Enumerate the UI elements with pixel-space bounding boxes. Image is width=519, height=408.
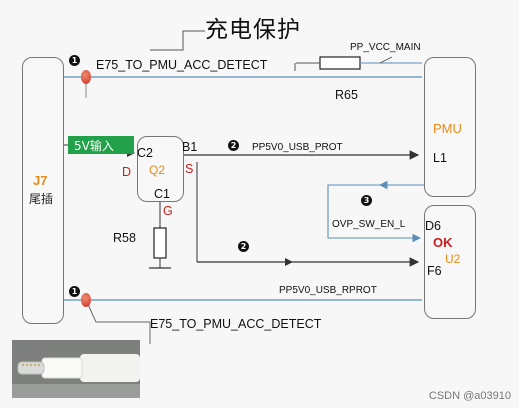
watermark: CSDN @a03910 bbox=[428, 390, 511, 402]
u2-name: U2 bbox=[445, 252, 461, 266]
pmu-chip: PMU L1 bbox=[424, 57, 476, 197]
r65-label: R65 bbox=[335, 88, 358, 102]
pmu-name: PMU bbox=[433, 121, 462, 136]
j7-name: J7 bbox=[33, 173, 48, 188]
q2-pin-c2: C2 bbox=[137, 146, 153, 160]
top-detect-testpoint bbox=[81, 70, 91, 84]
pmu-pin-l1: L1 bbox=[433, 151, 447, 165]
usb-prot-label: PP5V0_USB_PROT bbox=[252, 142, 343, 153]
usb-rprot-label: PP5V0_USB_RPROT bbox=[279, 285, 377, 296]
r65-resistor bbox=[319, 56, 361, 70]
pp-vcc-main-label: PP_VCC_MAIN bbox=[350, 42, 421, 53]
ovp-wire bbox=[327, 184, 424, 243]
q2-transistor: Q2 bbox=[137, 136, 184, 202]
q2-pin-g: G bbox=[163, 204, 173, 218]
marker-1-bottom: 1 bbox=[69, 286, 80, 297]
u2-pin-f6: F6 bbox=[427, 264, 442, 278]
ovp-label: OVP_SW_EN_L bbox=[332, 219, 406, 230]
marker-1-top: 1 bbox=[69, 55, 80, 66]
q2-pin-d: D bbox=[122, 165, 132, 179]
input-tag: 5V输入 bbox=[68, 136, 134, 154]
u2-chip: D6 OK U2 F6 bbox=[424, 205, 476, 319]
top-detect-label: E75_TO_PMU_ACC_DETECT bbox=[96, 58, 268, 72]
marker-2-upper: 2 bbox=[228, 140, 239, 151]
marker-2-lower: 2 bbox=[238, 241, 249, 252]
bottom-detect-testpoint bbox=[81, 293, 91, 307]
u2-pin-d6: D6 bbox=[425, 219, 441, 233]
lightning-cable-image bbox=[12, 340, 140, 398]
diagram-title: 充电保护 bbox=[205, 17, 301, 43]
r58-label: R58 bbox=[113, 231, 136, 245]
bottom-detect-label: E75_TO_PMU_ACC_DETECT bbox=[150, 317, 322, 331]
q2-pin-c1: C1 bbox=[154, 187, 170, 201]
u2-status: OK bbox=[433, 235, 453, 250]
j7-subname: 尾插 bbox=[29, 192, 54, 206]
marker-3: 3 bbox=[361, 195, 372, 206]
j7-connector: J7 尾插 bbox=[22, 57, 64, 324]
q2-pin-b1: B1 bbox=[182, 140, 198, 154]
r58-resistor bbox=[153, 227, 167, 259]
lightning-cable-photo bbox=[12, 340, 140, 398]
q2-name: Q2 bbox=[149, 163, 166, 177]
q2-pin-s: S bbox=[185, 162, 194, 176]
